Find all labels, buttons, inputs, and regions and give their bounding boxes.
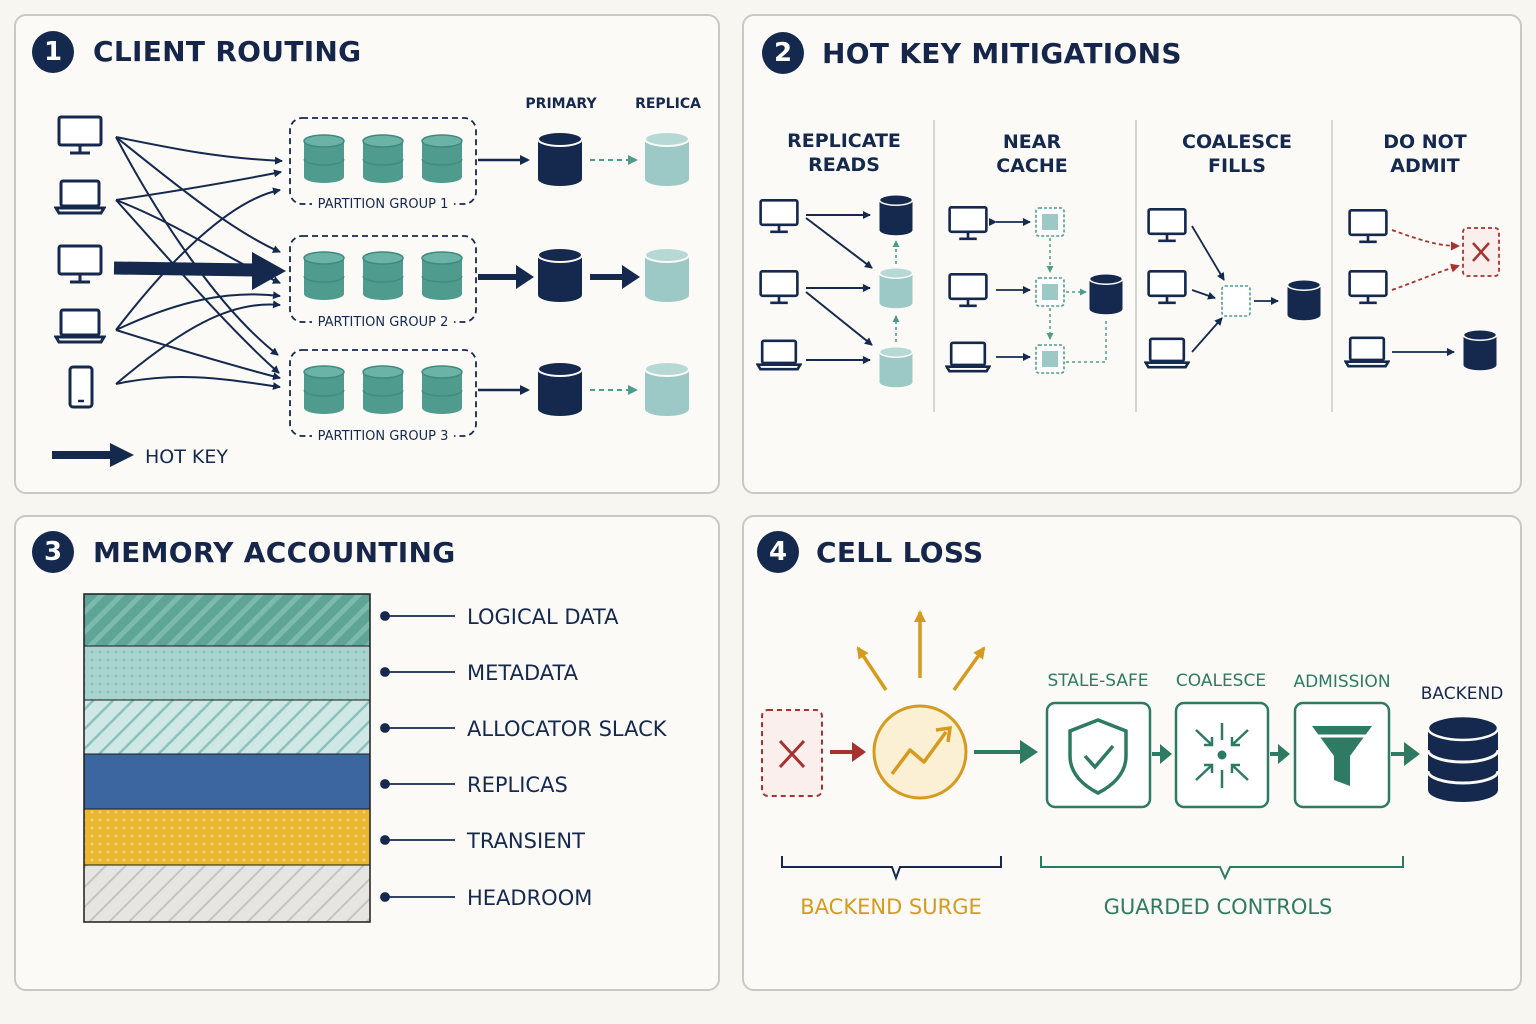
- replica-database-icon: [644, 361, 690, 417]
- replica-database-icon: [644, 247, 690, 303]
- replica-label: REPLICA: [635, 96, 701, 112]
- legend-metadata: METADATA: [467, 661, 579, 685]
- col-coalesce-fills-line1: COALESCE: [1182, 131, 1292, 153]
- partition-group-2: PARTITION GROUP 2: [289, 235, 477, 330]
- client-monitor-icon: [57, 115, 103, 155]
- legend-replicas: REPLICAS: [467, 773, 568, 797]
- backend-database-icon: [1426, 714, 1500, 802]
- replica-database-icon: [644, 131, 690, 187]
- partition-group-3: PARTITION GROUP 3: [289, 349, 477, 444]
- memory-stack: [83, 593, 371, 923]
- primary-label: PRIMARY: [525, 96, 597, 112]
- reject-x-icon: [1462, 227, 1500, 277]
- col-coalesce-fills-line2: FILLS: [1208, 155, 1266, 177]
- panel-1-title: CLIENT ROUTING: [93, 35, 362, 68]
- replica-database-icon: [878, 266, 914, 310]
- memory-layer-metadata: [84, 646, 370, 700]
- replica-database-icon: [878, 345, 914, 389]
- client-laptop-icon: [756, 339, 802, 371]
- cell-loss-diagram: STALE-SAFE COALESCE ADMISSION BACKEND: [761, 610, 1504, 919]
- panel-4-number: 4: [757, 531, 799, 573]
- memory-layer-transient: [84, 809, 370, 865]
- partition-group-1-label: PARTITION GROUP 1: [318, 197, 449, 212]
- client-monitor-icon: [1147, 207, 1187, 243]
- routing-arrows: [115, 136, 283, 390]
- legend-transient: TRANSIENT: [466, 829, 585, 853]
- primary-database-icon: [878, 193, 914, 237]
- hot-key-arrow: [113, 261, 257, 277]
- client-monitor-icon: [759, 269, 799, 305]
- hot-key-mitigations-diagram: REPLICATE READS NEAR CACHE COALESCE FILL…: [756, 120, 1500, 412]
- coalesce-fills-diagram: [1144, 207, 1322, 369]
- do-not-admit-diagram: [1344, 208, 1500, 372]
- client-routing-diagram: PRIMARY REPLICA: [52, 96, 701, 468]
- panel-2-title: HOT KEY MITIGATIONS: [822, 37, 1182, 70]
- shield-check-icon: [1045, 701, 1152, 809]
- panel-4-title: CELL LOSS: [816, 536, 984, 569]
- backend-surge-label: BACKEND SURGE: [800, 895, 982, 919]
- memory-layer-allocator-slack: [84, 700, 370, 754]
- client-laptop-icon: [945, 341, 991, 373]
- client-monitor-icon: [57, 244, 103, 284]
- primary-database-icon: [537, 361, 583, 417]
- client-monitor-icon: [1348, 269, 1388, 305]
- memory-legend: LOGICAL DATA METADATA ALLOCATOR SLACK RE…: [380, 605, 668, 910]
- guarded-controls-label: GUARDED CONTROLS: [1104, 895, 1333, 919]
- backend-database-icon: [1462, 328, 1498, 372]
- memory-layer-headroom: [84, 865, 370, 922]
- stale-safe-label: STALE-SAFE: [1047, 671, 1148, 691]
- panel-3-number: 3: [32, 531, 74, 573]
- col-near-cache-line2: CACHE: [996, 155, 1067, 177]
- surge-brace: [781, 856, 1002, 881]
- replicate-reads-diagram: [756, 193, 914, 389]
- col-do-not-admit-line1: DO NOT: [1383, 131, 1467, 153]
- partition-group-3-label: PARTITION GROUP 3: [318, 429, 449, 444]
- memory-layer-logical-data: [84, 594, 370, 646]
- panel-1-number: 1: [32, 31, 74, 73]
- client-monitor-icon: [759, 198, 799, 234]
- admission-label: ADMISSION: [1293, 672, 1390, 692]
- col-near-cache-line1: NEAR: [1003, 131, 1062, 153]
- coalesce-node-icon: [1221, 285, 1251, 317]
- client-monitor-icon: [1348, 208, 1388, 244]
- col-replicate-reads-line2: READS: [808, 154, 880, 176]
- partition-group-2-label: PARTITION GROUP 2: [318, 315, 449, 330]
- col-do-not-admit-line2: ADMIT: [1390, 155, 1459, 177]
- primary-database-icon: [537, 131, 583, 187]
- client-monitor-icon: [948, 205, 988, 241]
- surge-rays: [856, 610, 986, 692]
- backend-label: BACKEND: [1421, 684, 1504, 704]
- memory-layer-replicas: [84, 754, 370, 809]
- client-monitor-icon: [948, 272, 988, 308]
- client-phone-icon: [68, 365, 94, 409]
- legend-logical-data: LOGICAL DATA: [467, 605, 619, 629]
- client-laptop-icon: [54, 179, 106, 215]
- legend-headroom: HEADROOM: [467, 886, 592, 910]
- col-replicate-reads-line1: REPLICATE: [787, 130, 901, 152]
- guarded-brace: [1040, 856, 1404, 881]
- client-laptop-icon: [54, 308, 106, 344]
- client-laptop-icon: [1344, 336, 1390, 368]
- partition-group-1: PARTITION GROUP 1: [289, 117, 477, 212]
- near-cache-node-icon: [1035, 207, 1065, 374]
- backend-database-icon: [1286, 278, 1322, 322]
- client-laptop-icon: [1144, 337, 1190, 369]
- panel-hot-key-mitigations: [742, 14, 1522, 494]
- panel-2-number: 2: [762, 32, 804, 74]
- lost-cell-x-icon: [761, 709, 823, 797]
- coalesce-arrows-icon: [1174, 701, 1270, 809]
- coalesce-label: COALESCE: [1176, 671, 1266, 691]
- near-cache-diagram: [945, 205, 1124, 374]
- backend-database-icon: [1088, 272, 1124, 316]
- hot-key-legend-label: HOT KEY: [145, 446, 228, 468]
- surge-icon: [872, 704, 968, 800]
- panel-3-title: MEMORY ACCOUNTING: [93, 536, 456, 569]
- legend-allocator-slack: ALLOCATOR SLACK: [467, 717, 668, 741]
- funnel-icon: [1293, 701, 1391, 809]
- primary-database-icon: [537, 247, 583, 303]
- client-monitor-icon: [1147, 269, 1187, 305]
